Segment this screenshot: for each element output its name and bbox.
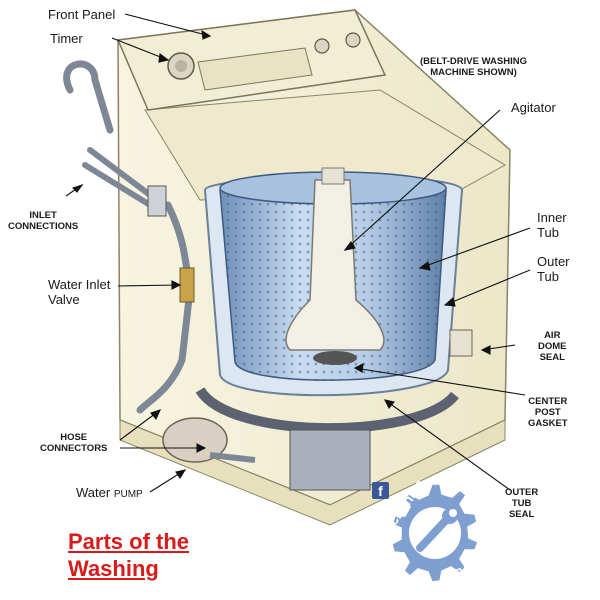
center-post-gasket [313, 351, 357, 365]
label-timer: Timer [50, 31, 83, 46]
mechanics-tips-badge: Mechanics Tips © [373, 478, 482, 583]
label-inlet-connections: INLET CONNECTIONS [8, 210, 79, 232]
air-dome [449, 329, 473, 357]
label-water-inlet-valve: Water Inlet Valve [48, 277, 111, 307]
control-knob [345, 32, 361, 48]
facebook-icon[interactable]: f [372, 482, 389, 499]
label-air-dome-seal: AIR DOME SEAL [538, 330, 567, 363]
label-note: (BELT-DRIVE WASHING MACHINE SHOWN) [420, 56, 527, 78]
label-outer-tub: Outer Tub [537, 254, 570, 284]
motor [289, 429, 371, 491]
water-pump [162, 417, 228, 463]
agitator [285, 167, 385, 365]
label-hose-connectors: HOSE CONNECTORS [40, 432, 108, 454]
drive-assembly [162, 329, 473, 491]
leader-lines [65, 13, 531, 493]
page-title: Parts of the Washing [68, 529, 190, 581]
front-panel [116, 9, 387, 111]
badge-text-2: Tips [441, 560, 473, 583]
wrench-icon [416, 508, 458, 552]
inlet-connector-block [147, 185, 167, 217]
label-center-post-gasket: CENTER POST GASKET [528, 396, 568, 429]
label-front-panel: Front Panel [48, 7, 116, 22]
label-water-pump: Water PUMP [76, 485, 143, 500]
label-agitator: Agitator [511, 100, 556, 115]
control-knob [314, 38, 330, 54]
copyright-mark: © [474, 560, 482, 571]
label-inner-tub: Inner Tub [537, 210, 567, 240]
label-outer-tub-seal: OUTER TUB SEAL [505, 487, 539, 520]
water-inlet-valve [179, 267, 195, 303]
